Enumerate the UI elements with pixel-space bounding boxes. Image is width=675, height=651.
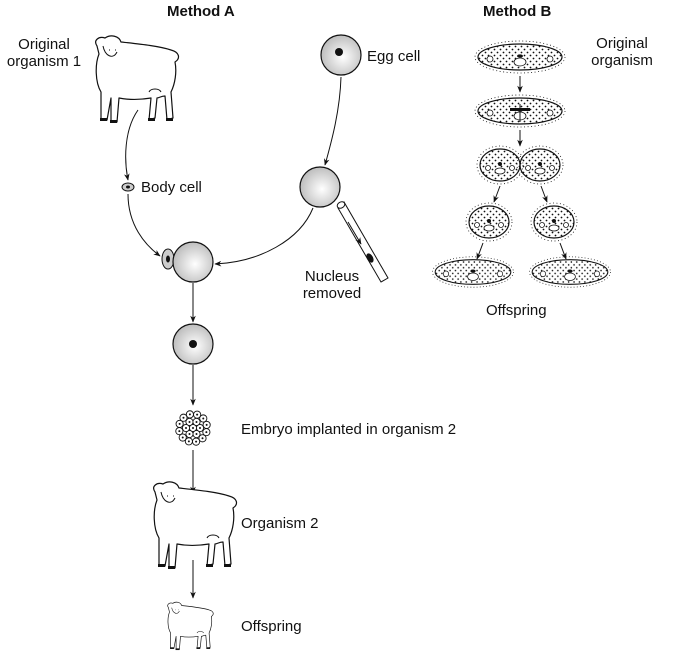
paramecium-daughter-right [530, 202, 578, 242]
method-b-title: Method B [483, 3, 552, 20]
pipette-icon [336, 201, 389, 283]
nucleated-egg-icon [172, 323, 214, 365]
egg-cell-label: Egg cell [367, 48, 421, 65]
arrow-egg-to-enucleation [324, 76, 342, 166]
embryo-cell-nucleus [187, 440, 190, 443]
paramecium-splitting [476, 145, 564, 185]
embryo-cell-nucleus [181, 436, 184, 439]
embryo-cell-nucleus [192, 427, 194, 429]
embryo-cell-nucleus [205, 423, 208, 426]
paramecium-daughter-left [465, 202, 513, 242]
offspring-b-label: Offspring [486, 302, 547, 319]
fused-cell-icon [161, 241, 214, 283]
paramecium-dividing [474, 94, 566, 128]
egg-cell-icon [320, 34, 362, 76]
embryo-cell-nucleus [188, 413, 191, 416]
arrow-b-3-left [493, 185, 501, 203]
embryo-cell-nucleus [195, 440, 198, 443]
embryo-cell-nucleus [182, 416, 185, 419]
embryo-cell-nucleus [185, 427, 187, 429]
offspring-lamb [167, 601, 214, 651]
offspring-a-label: Offspring [241, 618, 302, 635]
original-organism-1-sheep [95, 35, 180, 124]
body-cell-icon [121, 182, 135, 192]
embryo-cell-nucleus [195, 433, 198, 436]
arrow-b-4-right [559, 242, 567, 260]
paramecium-original [474, 40, 566, 74]
embryo-cell-nucleus [205, 431, 208, 434]
embryo-label: Embryo implanted in organism 2 [241, 421, 457, 438]
original-organism-b-label: Original organism [591, 35, 653, 69]
embryo-cell-nucleus [178, 422, 181, 425]
arrow-egg-to-fusion [214, 207, 314, 267]
arrow-b-4-left [476, 242, 484, 260]
organism-2-label: Organism 2 [241, 515, 319, 532]
embryo-icon [175, 410, 211, 446]
nucleus-removed-label: Nucleus removed [302, 268, 362, 302]
embryo-cell-nucleus [178, 430, 181, 433]
embryo-cell-nucleus [199, 427, 201, 429]
paramecium-offspring-right [528, 256, 612, 288]
paramecium-offspring-left [431, 256, 515, 288]
organism-2-sheep [153, 481, 238, 570]
embryo-cell-nucleus [202, 417, 205, 420]
embryo-cell-nucleus [188, 433, 191, 436]
embryo-cell-nucleus [195, 420, 198, 423]
arrow-sheep-to-body-cell [124, 109, 139, 181]
arrow-b-3-right [540, 185, 548, 203]
body-cell-label: Body cell [141, 179, 202, 196]
method-a-title: Method A [167, 3, 235, 20]
original-organism-1-label: Original organism 1 [6, 36, 82, 70]
enucleated-egg-cell [299, 166, 341, 208]
embryo-cell-nucleus [196, 413, 199, 416]
embryo-cell-nucleus [201, 437, 204, 440]
embryo-cell-nucleus [188, 420, 191, 423]
arrow-body-cell-to-fusion [127, 193, 161, 257]
